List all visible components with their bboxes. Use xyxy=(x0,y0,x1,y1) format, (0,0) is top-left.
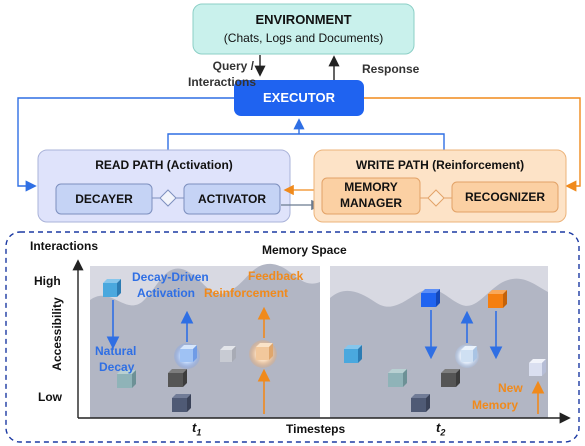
t1-label: t1 xyxy=(192,420,202,438)
memory-cube xyxy=(168,369,187,387)
decay-driven-label-line2: Activation xyxy=(137,286,196,300)
memory-cube xyxy=(411,394,430,412)
decayer-box xyxy=(55,183,153,215)
response-label: Response xyxy=(362,62,420,76)
memory-space-frame xyxy=(5,231,580,443)
environment-subtitle: (Chats, Logs and Documents) xyxy=(223,31,384,45)
executor-label: EXECUTOR xyxy=(263,90,335,105)
recognizer-label: RECOGNIZER xyxy=(464,190,545,204)
environment-title: ENVIRONMENT xyxy=(255,12,352,27)
memory-cube xyxy=(256,343,273,360)
memory-manager-label-line2: MANAGER xyxy=(340,196,402,210)
feedback-label-line2: Reinforcement xyxy=(204,286,289,300)
decayer-label: DECAYER xyxy=(75,192,133,206)
memory-space-title: Memory Space xyxy=(262,243,347,257)
memory-cube xyxy=(180,345,197,362)
memory-cube xyxy=(421,289,440,307)
x-axis-label: Timesteps xyxy=(286,422,346,436)
natural-decay-label-line2: Decay xyxy=(99,360,135,374)
memory-cube xyxy=(103,279,121,297)
memory-cube xyxy=(344,345,362,363)
executor-to-write-connector xyxy=(364,97,581,192)
activator-label: ACTIVATOR xyxy=(198,192,266,206)
memory-cube xyxy=(488,290,507,308)
memory-cube xyxy=(441,369,460,387)
memory-manager-box xyxy=(321,177,421,215)
memory-cube xyxy=(461,346,477,362)
y-axis-top-label: Interactions xyxy=(30,239,99,253)
activator-box xyxy=(183,183,281,215)
new-memory-label-line1: New xyxy=(498,381,523,395)
memory-cube xyxy=(388,369,407,387)
y-low-label: Low xyxy=(38,390,62,404)
recognizer-box xyxy=(451,181,559,213)
new-memory-label-line2: Memory xyxy=(472,398,519,412)
environment-box xyxy=(192,3,415,55)
executor-to-read-connector xyxy=(17,97,234,192)
y-axis-label: Accessibility xyxy=(50,297,64,371)
executor-box xyxy=(234,80,364,116)
query-label: Query / xyxy=(212,59,254,73)
paths-to-executor-connector xyxy=(167,133,445,150)
feedback-label-line1: Feedback xyxy=(248,269,304,283)
decay-driven-label-line1: Decay-Driven xyxy=(132,270,209,284)
timestep-panel-2 xyxy=(330,266,548,418)
read-path-diamond xyxy=(159,189,177,207)
t2-label: t2 xyxy=(436,420,446,438)
memory-manager-label-line1: MEMORY xyxy=(344,180,398,194)
memory-cube xyxy=(117,370,136,388)
interactions-label: Interactions xyxy=(187,75,256,89)
write-path-diamond xyxy=(427,189,445,207)
timestep-panel-1 xyxy=(90,263,320,418)
memory-cube xyxy=(172,394,191,412)
read-path-title: READ PATH (Activation) xyxy=(95,158,233,172)
write-path-title: WRITE PATH (Reinforcement) xyxy=(355,158,525,172)
new-memory-cube xyxy=(529,359,546,376)
natural-decay-label-line1: Natural xyxy=(95,344,137,358)
memory-cube xyxy=(220,346,236,362)
y-high-label: High xyxy=(34,274,61,288)
